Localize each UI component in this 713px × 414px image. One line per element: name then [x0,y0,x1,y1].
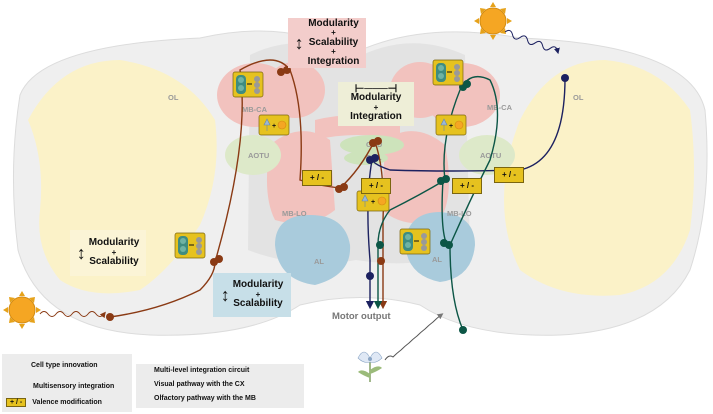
sun-bottom-left-icon [3,291,41,329]
odor-wave [384,313,444,361]
valence-badge-right-2: + / - [494,167,524,183]
box-modularity-scalability-left: ↕ Modularity + Scalability [70,230,146,276]
label-mbca-right: MB-CA [487,103,513,112]
horizontal-bracket-icon: ⊢───⊣ [354,83,398,96]
aotu-left [225,135,281,175]
box-bottom-line-1: Modularity [232,279,284,291]
box-center-line-1: Modularity [350,92,402,104]
sun-top-right-icon [474,2,512,40]
label-mblo-left: MB-LO [282,209,307,218]
legend-multi-level: Multi-level integration circuit [154,367,249,374]
legend-cell-type: Cell type innovation [31,362,98,369]
double-arrow-icon: ↕ [294,32,304,53]
label-mbca-left: MB-CA [242,105,268,114]
cell-type-icon-upper-right [432,59,464,86]
svg-text:+: + [371,199,375,206]
legend-multisensory-label: Multisensory integration [33,383,115,390]
legend-visual: Visual pathway with the CX [154,381,245,388]
legend-valence-badge: + / - [6,398,27,407]
label-al-left: AL [314,257,324,266]
label-al-right: AL [432,255,442,264]
box-modularity-scalability-integration: ↕ Modularity + Scalability + Integration [288,18,366,68]
legend-visual-label: Visual pathway with the CX [154,381,245,388]
motor-output-label: Motor output [332,311,391,322]
legend-multisensory: Multisensory integration [33,383,114,390]
mb-lobe-left [266,131,335,224]
box-bottom-line-3: Scalability [233,298,283,310]
legend-olfactory-label: Olfactory pathway with the MB [154,395,256,402]
label-ol-right: OL [573,93,584,102]
box-center-line-3: Integration [350,111,402,123]
legend-valence-label: Valence modification [32,399,102,406]
box-top-line-2: + [331,28,336,38]
legend-multi-level-label: Multi-level integration circuit [154,367,250,374]
mb-lobe-right [382,131,449,224]
box-top-line-4: + [331,47,336,57]
double-arrow-icon: ↕ [220,284,230,305]
cell-type-icon-upper-left [232,71,264,98]
legend-valence: + / - Valence modification [6,398,102,407]
multisensory-icon-right: + [435,114,467,136]
navy-nodes [366,74,569,280]
legend-olfactory: Olfactory pathway with the MB [154,395,256,402]
aotu-right [459,135,515,175]
double-arrow-icon: ↕ [76,242,86,263]
box-top-line-1: Modularity [308,17,359,29]
svg-text:+: + [449,123,453,130]
light-wave-top [504,29,560,55]
box-bottom-line-2: + [255,289,261,299]
cell-type-icon-left [174,232,206,259]
label-aotu-left: AOTU [248,151,269,160]
brown-nodes [106,66,385,321]
ol-right [504,60,694,296]
cell-type-icon-al [399,228,431,255]
central-body-lower [344,151,388,165]
al-left [275,215,351,285]
multisensory-icon-center: + [356,190,390,212]
valence-badge-left: + / - [302,170,332,186]
label-mblo-right: MB-LO [447,209,472,218]
box-left-line-2: + [111,247,117,257]
legend-cell-type-label: Cell type innovation [31,362,98,369]
svg-text:+: + [272,123,276,130]
box-top-line-3: Scalability [308,36,359,48]
label-ol-left: OL [168,93,179,102]
box-left-line-1: Modularity [88,237,140,249]
legend-panel-right [136,364,304,408]
box-left-line-3: Scalability [89,256,139,268]
flower-icon [357,351,383,382]
teal-nodes [376,80,471,334]
valence-badge-center: + / - [361,178,391,194]
box-modularity-integration: ⊢───⊣ Modularity + Integration [338,82,414,126]
valence-badge-right-1: + / - [452,178,482,194]
multisensory-icon-left: + [258,114,290,136]
box-modularity-scalability-bottom: ↕ Modularity + Scalability [213,273,291,317]
light-wave-bottom [39,311,106,319]
box-top-line-5: Integration [307,55,360,67]
box-center-line-2: + [373,102,379,112]
